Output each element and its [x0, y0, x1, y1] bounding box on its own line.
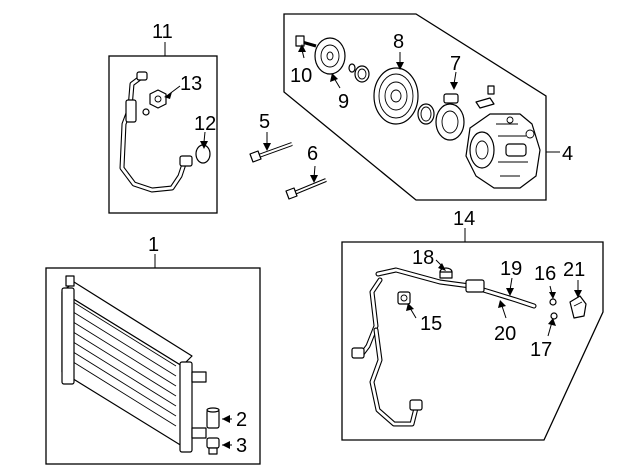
callout-10[interactable]: 10 [290, 65, 312, 87]
pulley-8[interactable] [373, 67, 419, 125]
o-ring-16[interactable] [549, 298, 557, 306]
callout-1[interactable]: 1 [148, 234, 159, 256]
callout-11[interactable]: 11 [152, 21, 173, 43]
callout-14[interactable]: 14 [453, 208, 475, 230]
callout-4[interactable]: 4 [562, 143, 573, 165]
callout-2[interactable]: 2 [236, 409, 247, 431]
nut-13[interactable] [149, 89, 167, 109]
callout-9[interactable]: 9 [338, 91, 349, 113]
callout-8[interactable]: 8 [393, 31, 404, 53]
condenser-group: 1 2 3 [45, 234, 261, 465]
shim[interactable] [348, 63, 356, 73]
pressure-plate-9[interactable] [314, 37, 346, 75]
callout-7[interactable]: 7 [450, 53, 461, 75]
plug-3[interactable] [206, 437, 220, 455]
pipe-assembly-group: 14 15 18 19 [341, 208, 604, 441]
snap-ring[interactable] [354, 65, 370, 83]
screw[interactable] [487, 85, 495, 95]
group-frame-14 [341, 241, 604, 441]
callout-16[interactable]: 16 [534, 263, 556, 285]
compressor-body[interactable] [465, 113, 541, 189]
o-ring-12[interactable] [195, 144, 211, 164]
callout-5[interactable]: 5 [259, 111, 270, 133]
discharge-hose[interactable] [119, 71, 193, 193]
valve-21[interactable] [569, 295, 587, 319]
callout-19[interactable]: 19 [500, 258, 522, 280]
bracket[interactable] [475, 97, 495, 109]
callout-3[interactable]: 3 [236, 435, 247, 457]
callout-15[interactable]: 15 [420, 313, 442, 335]
compressor-group: 4 10 9 8 [283, 13, 573, 201]
field-coil-7[interactable] [435, 93, 465, 141]
group-frame-1 [45, 267, 261, 465]
group-frame-11 [108, 55, 218, 214]
o-ring-17[interactable] [550, 312, 558, 320]
callout-12[interactable]: 12 [194, 113, 216, 135]
callout-21[interactable]: 21 [563, 259, 585, 281]
bolt-5[interactable] [249, 142, 293, 163]
fitting-15[interactable] [397, 291, 411, 305]
condenser-core[interactable] [61, 275, 207, 453]
callout-17[interactable]: 17 [530, 339, 552, 361]
cap-18[interactable] [439, 267, 453, 279]
bolt-10[interactable] [295, 35, 317, 48]
callout-6[interactable]: 6 [307, 143, 318, 165]
callout-13[interactable]: 13 [180, 73, 202, 95]
callout-18[interactable]: 18 [412, 247, 434, 269]
suction-pipe[interactable] [351, 267, 537, 427]
bolt-6[interactable] [285, 178, 327, 200]
callout-20[interactable]: 20 [494, 323, 516, 345]
group-frame-4 [283, 13, 547, 201]
hose-assembly-group: 11 13 12 [108, 21, 218, 214]
receiver-dryer-2[interactable] [206, 407, 220, 429]
